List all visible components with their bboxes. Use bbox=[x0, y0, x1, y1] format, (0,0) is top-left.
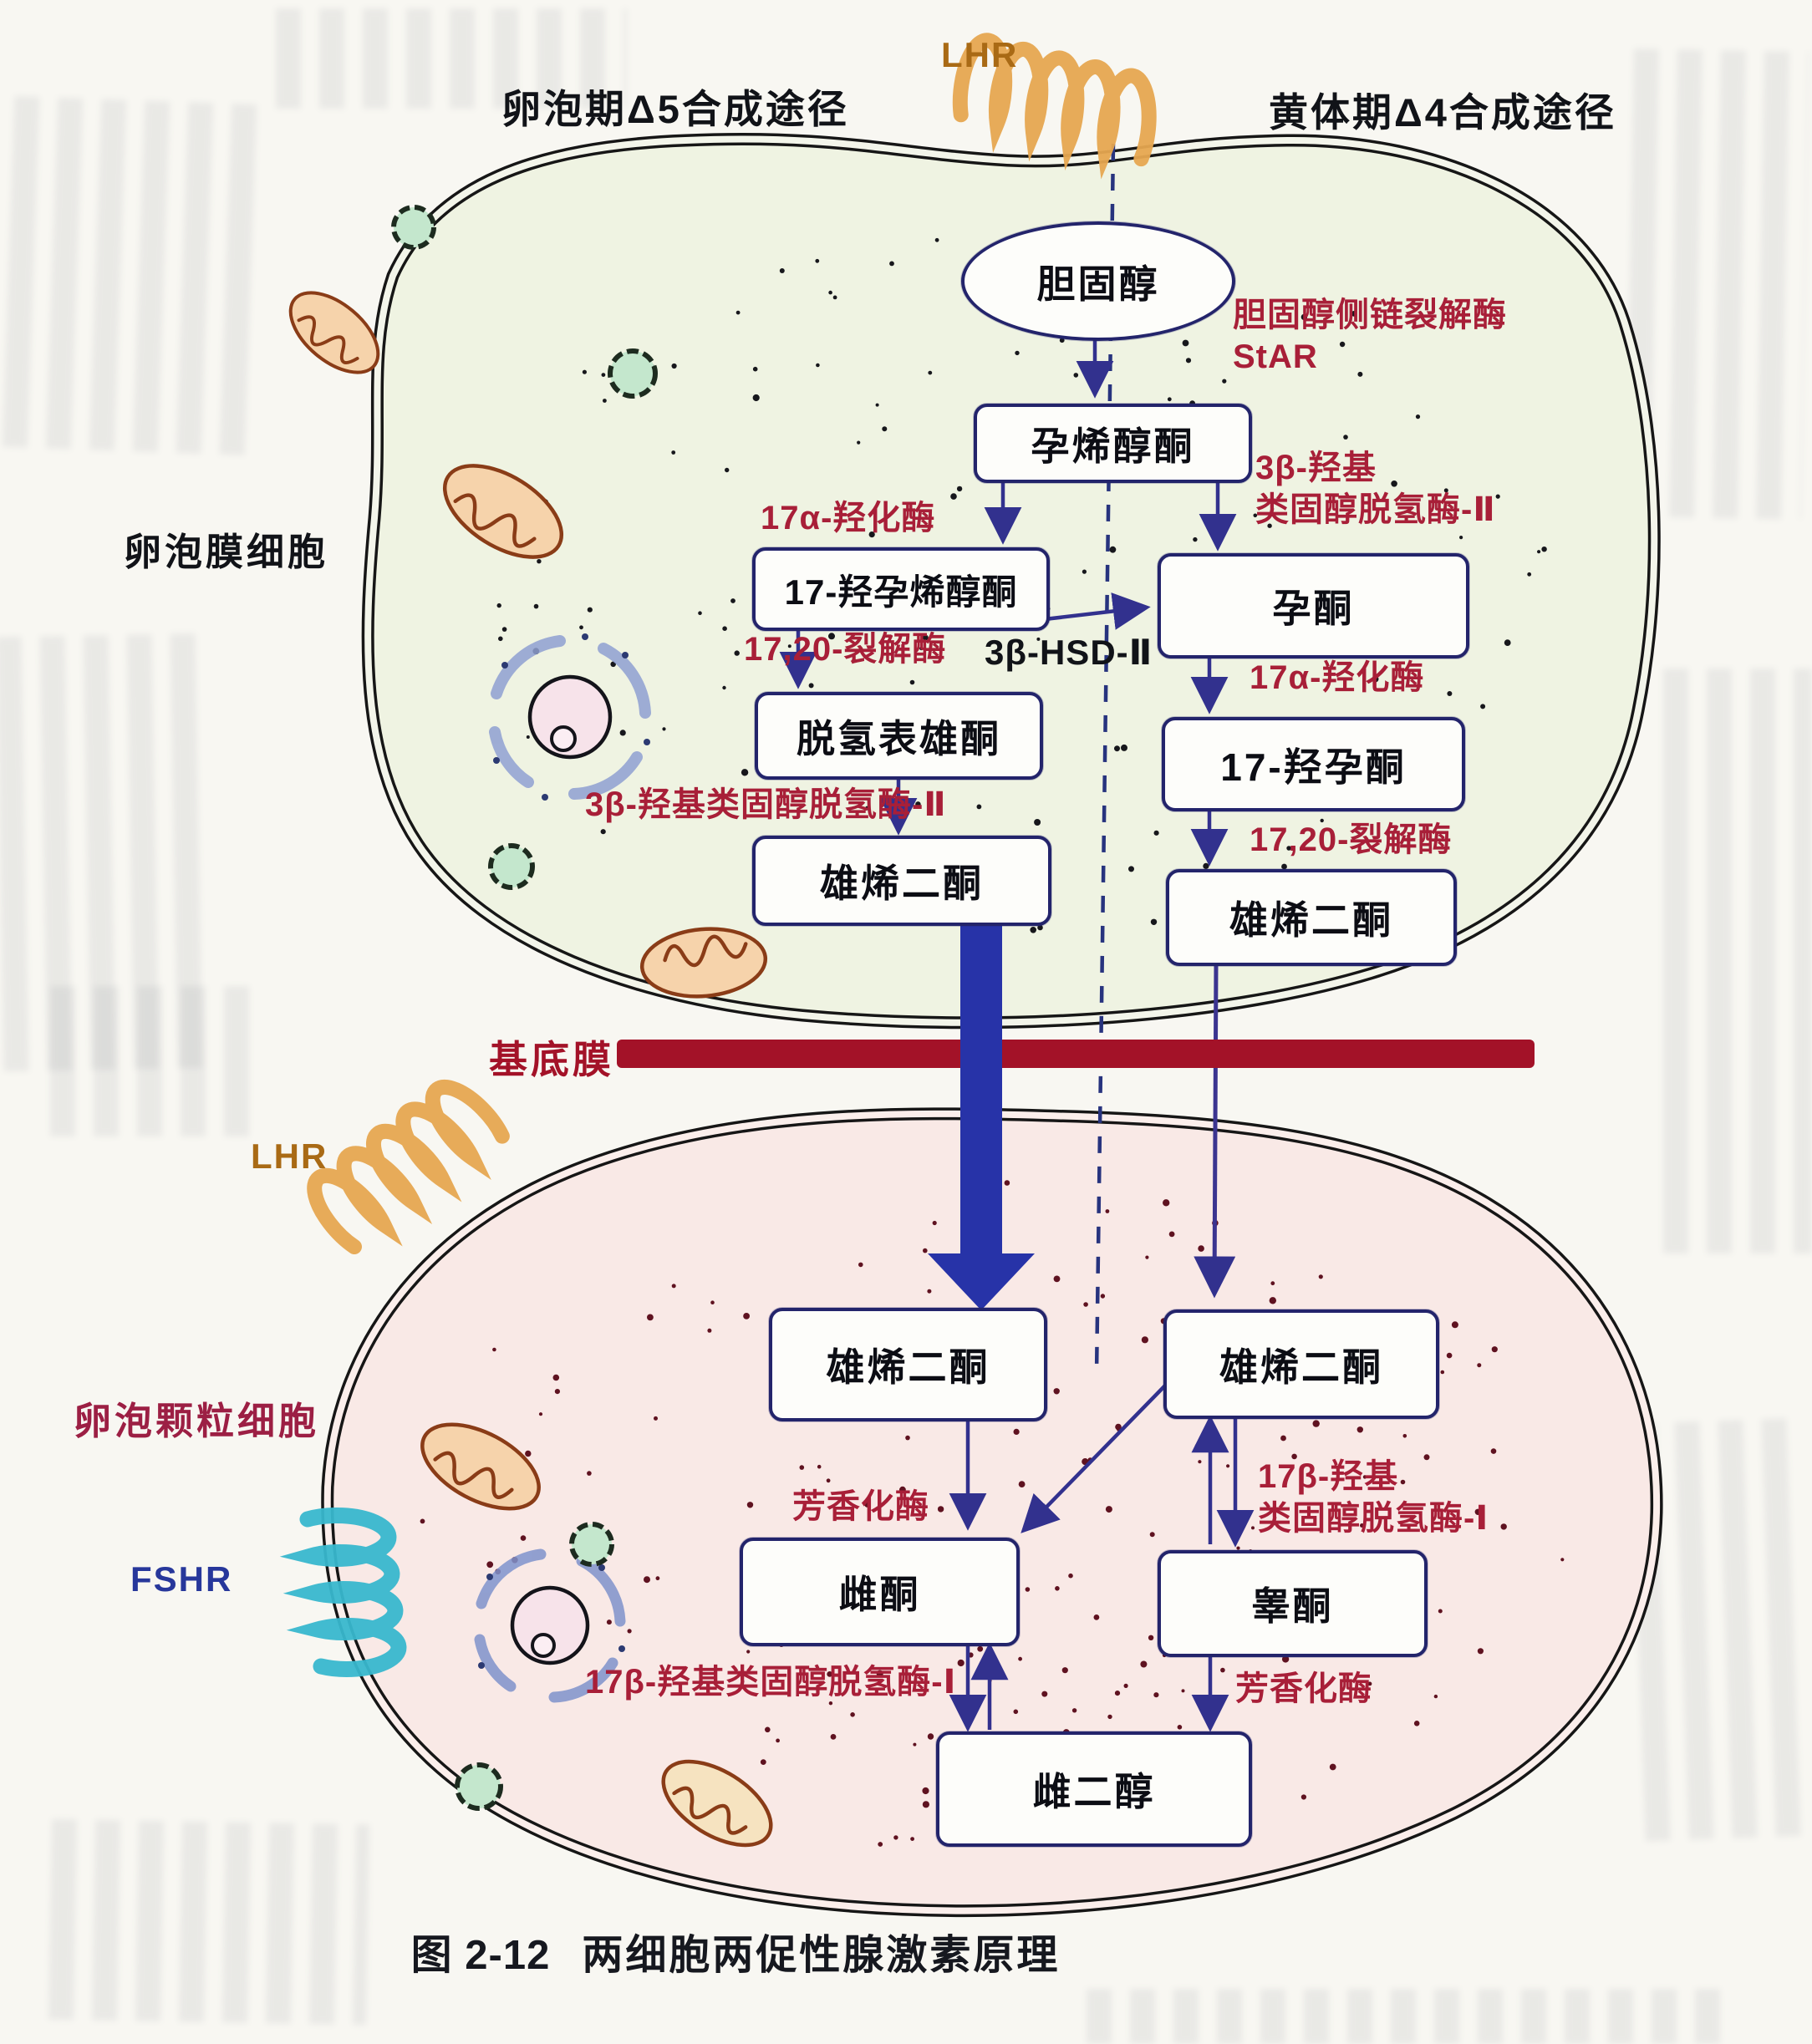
bleed-through-text bbox=[276, 8, 627, 109]
arrow-ohpregnenolone-progesterone bbox=[1044, 592, 1151, 630]
figure-caption: 图 2-12 两细胞两促性腺激素原理 bbox=[393, 1922, 1078, 1981]
mitochondrion-icon bbox=[420, 1422, 541, 1511]
node-progesterone: 孕酮 bbox=[1158, 553, 1469, 658]
androstenedione-transfer-line-right bbox=[1194, 962, 1236, 1299]
enzyme-aromatase-left: 芳香化酶 bbox=[792, 1488, 929, 1525]
granulosa-cell-label: 卵泡颗粒细胞 bbox=[74, 1400, 320, 1442]
enzyme-1720-lyase-left: 17,20-裂解酶 bbox=[744, 631, 947, 668]
lh-signal-dashed-line bbox=[1094, 143, 1116, 1375]
mitochondrion-icon bbox=[639, 927, 768, 999]
enzyme-17a-hydroxylase-right: 17α-羟化酶 bbox=[1250, 659, 1425, 696]
enzyme-3b-hsd-left: 3β-羟基类固醇脱氢酶-Ⅱ bbox=[585, 786, 947, 823]
enzyme-scc-line2: StAR bbox=[1233, 338, 1318, 375]
node-testosterone: 睾酮 bbox=[1158, 1550, 1428, 1657]
node-androstenedione-theca-right: 雄烯二酮 bbox=[1166, 869, 1457, 966]
pathway-arrows bbox=[779, 336, 1255, 1732]
node-pregnenolone: 孕烯醇酮 bbox=[974, 404, 1252, 483]
lh-receptor-icon bbox=[952, 33, 1157, 180]
mitochondrion-icon bbox=[661, 1759, 773, 1848]
enzyme-17a-hydroxylase-left: 17α-羟化酶 bbox=[761, 500, 936, 536]
fshr-label: FSHR bbox=[130, 1559, 233, 1599]
nucleus-icon bbox=[474, 1548, 626, 1703]
enzyme-scc: 胆固醇侧链裂解酶 StAR bbox=[1233, 294, 1507, 378]
enzyme-3b-hsd-center: 3β-HSD-Ⅱ bbox=[985, 633, 1153, 672]
pathway-label-luteal: 黄体期Δ4合成途径 bbox=[1269, 90, 1616, 135]
fsh-receptor-icon bbox=[279, 1507, 407, 1677]
enzyme-scc-line1: 胆固醇侧链裂解酶 bbox=[1233, 297, 1507, 333]
bleed-through-text bbox=[1087, 1989, 1722, 2044]
enzyme-3b-hsd-right-line2: 类固醇脱氢酶-Ⅱ bbox=[1255, 491, 1496, 528]
figure-title: 两细胞两促性腺激素原理 bbox=[582, 1933, 1061, 1978]
node-dhea: 脱氢表雄酮 bbox=[755, 692, 1043, 780]
node-androstenedione-gran-right: 雄烯二酮 bbox=[1163, 1309, 1439, 1419]
theca-cell-label: 卵泡膜细胞 bbox=[124, 531, 329, 573]
lhr-label-bottom: LHR bbox=[251, 1136, 328, 1176]
arrow-androstenedione-right-to-estrone bbox=[1021, 1382, 1168, 1533]
enzyme-3b-hsd-right: 3β-羟基 类固醇脱氢酶-Ⅱ bbox=[1255, 447, 1496, 531]
lhr-label-top: LHR bbox=[941, 35, 1019, 74]
mitochondrion-icon bbox=[442, 464, 564, 559]
vesicle-icon bbox=[455, 1522, 614, 1811]
androstenedione-transfer-big-arrow bbox=[928, 922, 1035, 1310]
mitochondrion-icon bbox=[288, 291, 380, 374]
enzyme-17b-hsd-right: 17β-羟基 类固醇脱氢酶-Ⅰ bbox=[1258, 1456, 1489, 1539]
enzyme-3b-hsd-right-line1: 3β-羟基 bbox=[1255, 450, 1377, 486]
nucleus-icon bbox=[489, 633, 651, 801]
enzyme-17b-hsd-right-line2: 类固醇脱氢酶-Ⅰ bbox=[1258, 1500, 1489, 1537]
enzyme-17b-hsd-right-line1: 17β-羟基 bbox=[1258, 1458, 1399, 1495]
lh-receptor-icon bbox=[307, 1079, 510, 1254]
figure-number: 图 2-12 bbox=[410, 1933, 551, 1978]
node-estradiol: 雌二醇 bbox=[936, 1731, 1252, 1847]
basement-membrane-bar bbox=[617, 1040, 1535, 1068]
node-oh-pregnenolone: 17-羟孕烯醇酮 bbox=[752, 547, 1050, 631]
enzyme-17b-hsd-left: 17β-羟基类固醇脱氢酶-Ⅰ bbox=[585, 1664, 957, 1701]
bleed-through-text bbox=[1663, 669, 1812, 1253]
enzyme-1720-lyase-right: 17,20-裂解酶 bbox=[1250, 821, 1453, 858]
basement-membrane-label: 基底膜 bbox=[489, 1038, 614, 1081]
node-cholesterol: 胆固醇 bbox=[961, 221, 1235, 341]
node-oh-progesterone: 17-羟孕酮 bbox=[1162, 717, 1465, 811]
bleed-through-text bbox=[50, 986, 251, 1136]
vesicle-icon bbox=[391, 205, 658, 890]
pathway-label-follicular: 卵泡期Δ5合成途径 bbox=[501, 87, 849, 131]
node-androstenedione-gran-left: 雄烯二酮 bbox=[769, 1308, 1047, 1421]
node-androstenedione-theca-left: 雄烯二酮 bbox=[752, 836, 1051, 926]
enzyme-aromatase-right: 芳香化酶 bbox=[1235, 1670, 1372, 1707]
node-estrone: 雌酮 bbox=[740, 1538, 1020, 1646]
